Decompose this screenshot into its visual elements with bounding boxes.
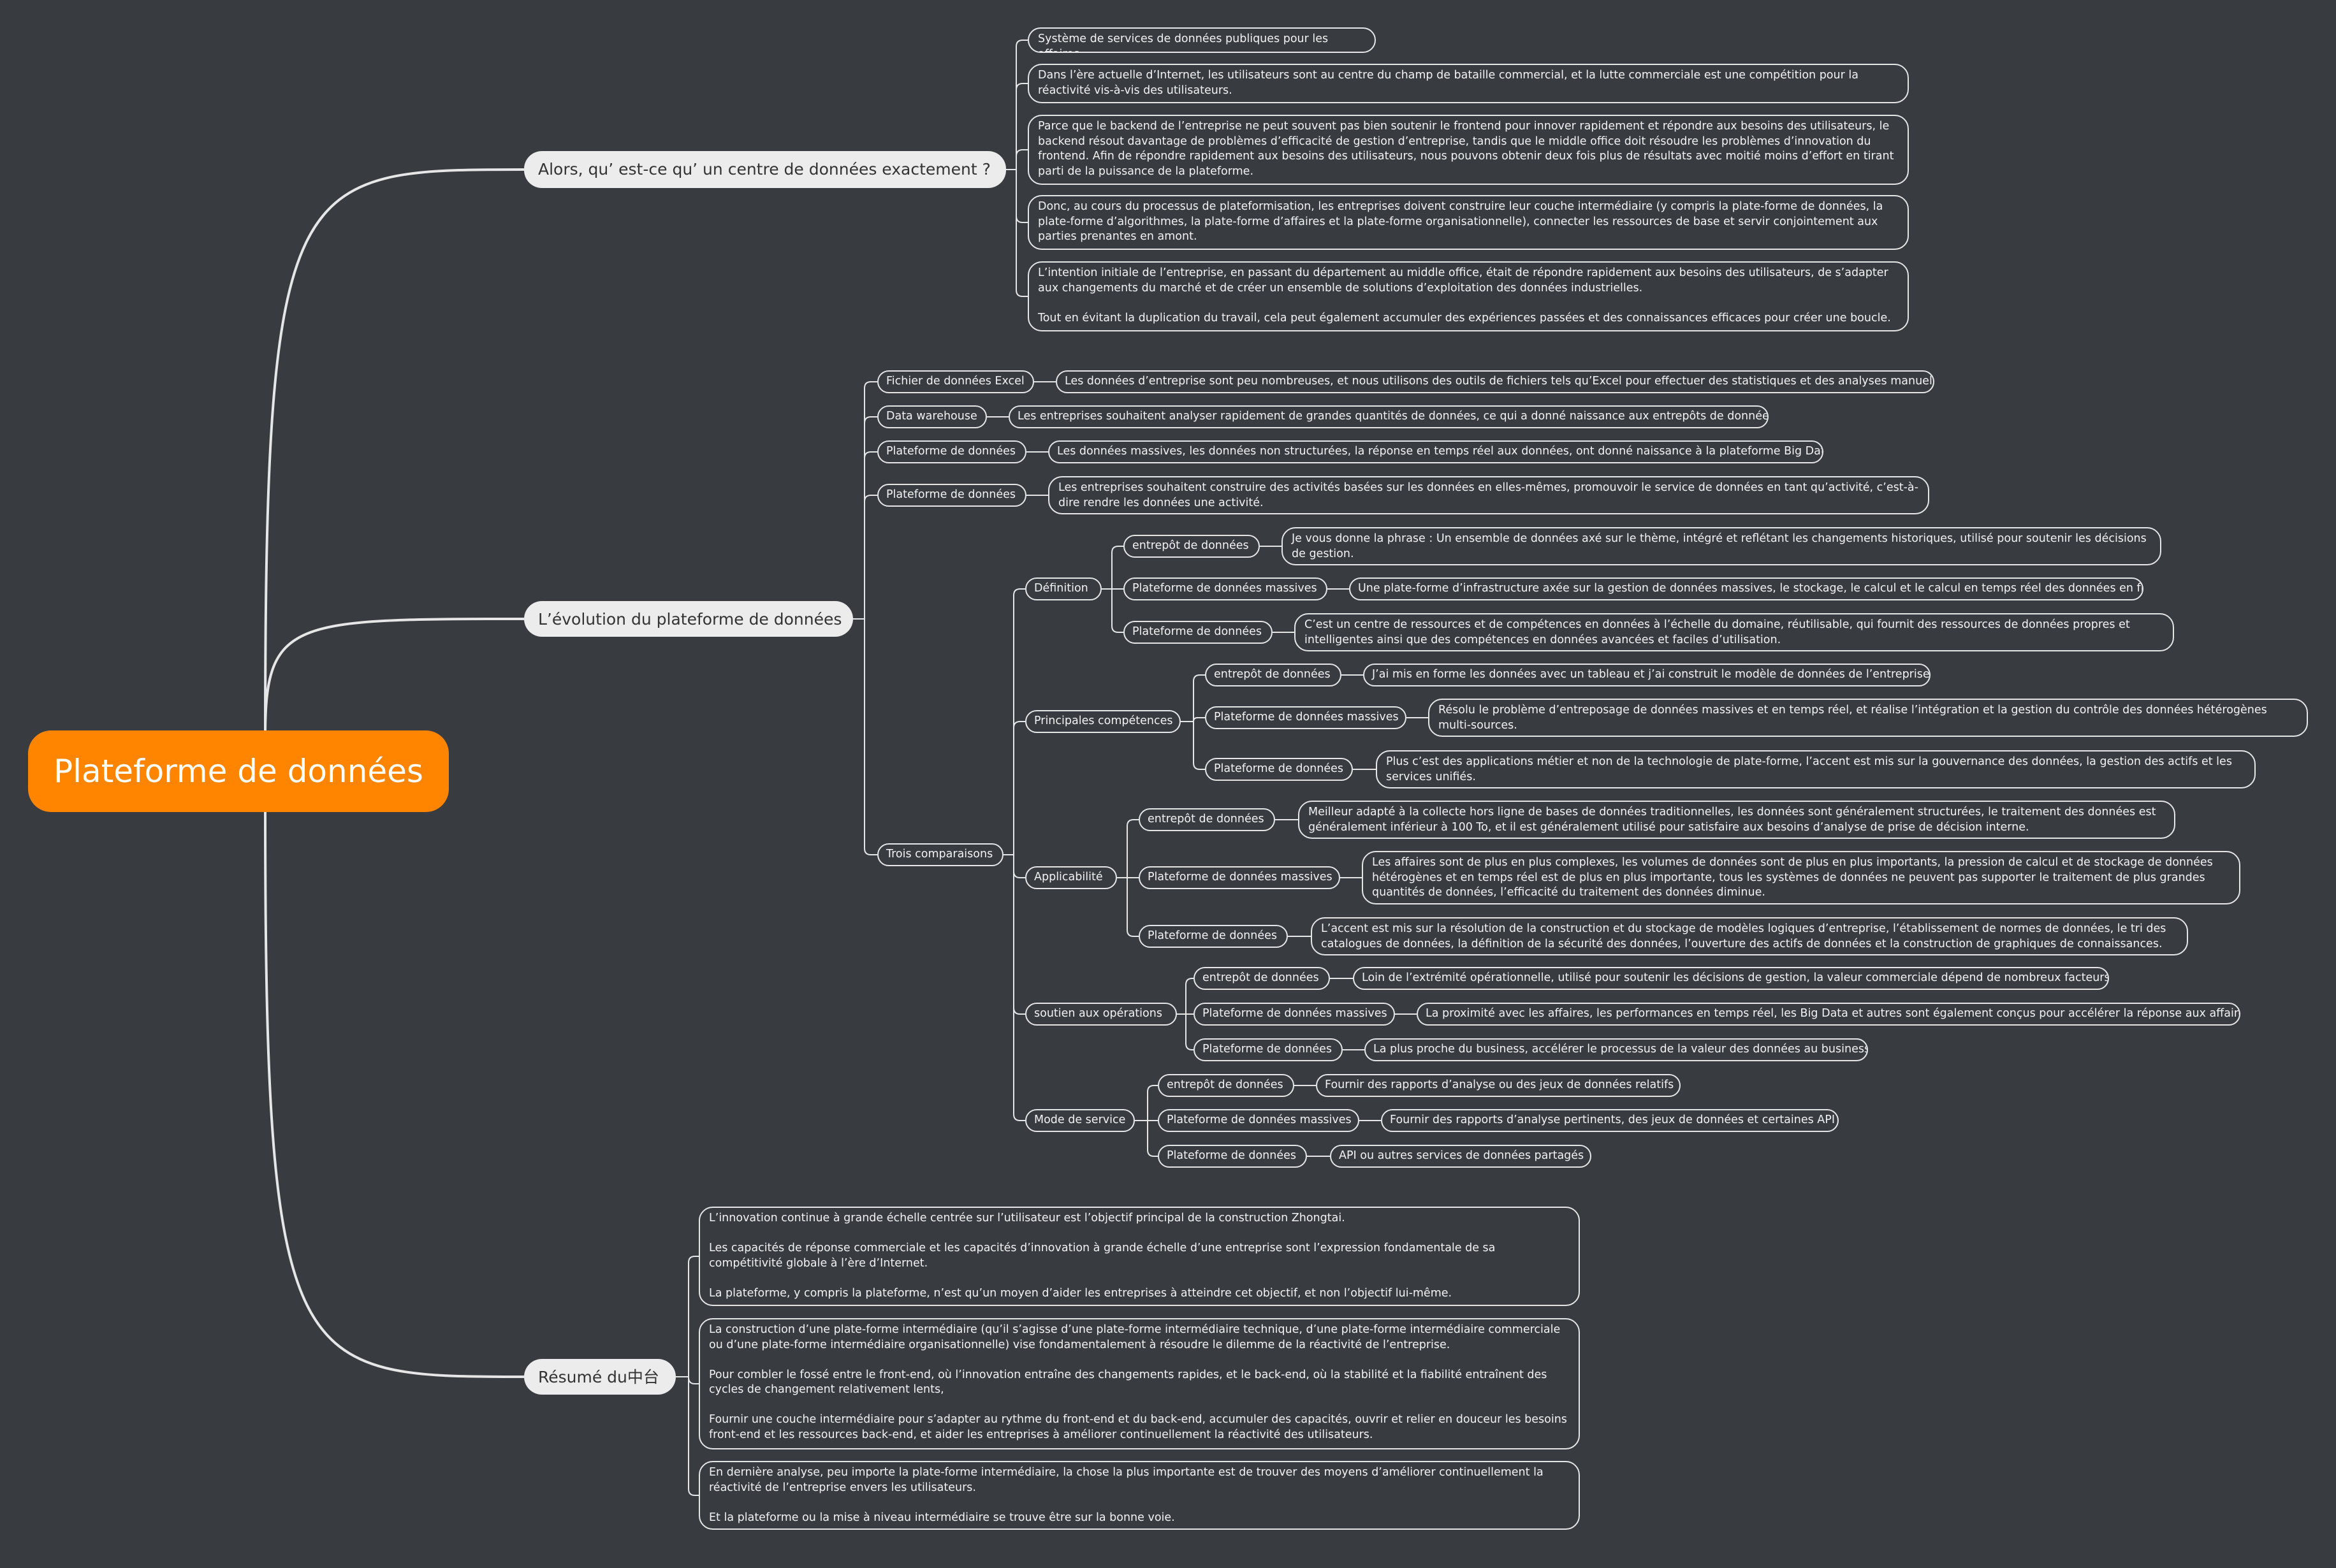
sup-warehouse[interactable]: entrepôt de données	[1194, 967, 1330, 990]
edge-branch-evolution-history-platform-1	[864, 451, 877, 619]
edge-cmp-competences-comp-bigdata	[1193, 717, 1205, 722]
def-bigdata[interactable]: Plateforme de données massives	[1123, 577, 1327, 600]
history-platform-1-note[interactable]: Les données massives, les données non st…	[1048, 440, 1823, 463]
history-platform-2-note[interactable]: Les entreprises souhaitent construire de…	[1048, 476, 1929, 514]
srv-bigdata-note[interactable]: Fournir des rapports d’analyse pertinent…	[1381, 1109, 1839, 1132]
def-bigdata-note[interactable]: Une plate-forme d’infrastructure axée su…	[1349, 577, 2143, 600]
cmp-definition[interactable]: Définition	[1025, 577, 1102, 600]
def-warehouse[interactable]: entrepôt de données	[1123, 535, 1260, 558]
edge-branch-centre-donnees-note-centre-3	[1016, 149, 1028, 170]
comp-bigdata-note[interactable]: Résolu le problème d’entreposage de donn…	[1428, 699, 2308, 737]
sup-bigdata[interactable]: Plateforme de données massives	[1194, 1003, 1395, 1026]
sup-platform-note[interactable]: La plus proche du business, accélérer le…	[1364, 1038, 1868, 1061]
comparisons[interactable]: Trois comparaisons	[877, 843, 1004, 866]
note-centre-5[interactable]: L’intention initiale de l’entreprise, en…	[1028, 261, 1909, 331]
srv-warehouse[interactable]: entrepôt de données	[1158, 1074, 1294, 1097]
app-bigdata-note[interactable]: Les affaires sont de plus en plus comple…	[1362, 851, 2240, 904]
edge-comparisons-cmp-definition	[1013, 588, 1025, 855]
edge-branch-centre-donnees-note-centre-4	[1016, 170, 1028, 223]
cmp-competences[interactable]: Principales compétences	[1025, 710, 1181, 733]
branch-centre-donnees[interactable]: Alors, qu’ est-ce qu’ un centre de donné…	[524, 151, 1006, 188]
def-platform[interactable]: Plateforme de données	[1123, 621, 1273, 644]
edge-cmp-applicabilite-app-warehouse	[1127, 819, 1139, 878]
app-platform[interactable]: Plateforme de données	[1139, 925, 1288, 948]
history-warehouse-note[interactable]: Les entreprises souhaitent analyser rapi…	[1009, 405, 1769, 428]
comp-bigdata[interactable]: Plateforme de données massives	[1205, 706, 1406, 729]
cmp-mode-service[interactable]: Mode de service	[1025, 1109, 1135, 1132]
edge-branch-evolution-history-excel	[864, 381, 877, 619]
sup-warehouse-note[interactable]: Loin de l’extrémité opérationnelle, util…	[1353, 967, 2109, 990]
comp-platform-note[interactable]: Plus c’est des applications métier et no…	[1376, 750, 2256, 788]
edge-cmp-competences-comp-platform	[1193, 722, 1205, 770]
cmp-applicabilite[interactable]: Applicabilité	[1025, 866, 1117, 889]
comp-platform[interactable]: Plateforme de données	[1205, 758, 1353, 781]
edge-cmp-definition-def-platform	[1111, 589, 1123, 633]
summary-note-2[interactable]: La construction d’une plate-forme interm…	[699, 1318, 1580, 1449]
edge-branch-centre-donnees-note-centre-2	[1016, 83, 1028, 170]
edge-cmp-applicabilite-app-platform	[1127, 878, 1139, 937]
history-warehouse[interactable]: Data warehouse	[877, 405, 987, 428]
edge-cmp-mode-service-srv-warehouse	[1147, 1085, 1158, 1121]
edge-comparisons-cmp-applicabilite	[1013, 855, 1025, 878]
edge-comparisons-cmp-soutien	[1013, 855, 1025, 1015]
history-platform-2[interactable]: Plateforme de données	[877, 484, 1026, 507]
edge-branch-resume-summary-note-3	[688, 1377, 699, 1496]
summary-note-1[interactable]: L’innovation continue à grande échelle c…	[699, 1207, 1580, 1306]
edge-cmp-definition-def-warehouse	[1111, 546, 1123, 589]
app-platform-note[interactable]: L’accent est mis sur la résolution de la…	[1311, 917, 2188, 955]
srv-platform[interactable]: Plateforme de données	[1158, 1145, 1307, 1168]
edge-branch-centre-donnees-note-centre-5	[1016, 170, 1028, 297]
edge-branch-evolution-history-platform-2	[864, 495, 877, 619]
note-centre-3[interactable]: Parce que le backend de l’entreprise ne …	[1028, 115, 1909, 185]
app-bigdata[interactable]: Plateforme de données massives	[1139, 866, 1340, 889]
history-excel[interactable]: Fichier de données Excel	[877, 370, 1034, 393]
comp-warehouse-note[interactable]: J’ai mis en forme les données avec un ta…	[1363, 664, 1931, 686]
srv-platform-note[interactable]: API ou autres services de données partag…	[1330, 1145, 1591, 1168]
branch-resume[interactable]: Résumé du中台	[524, 1359, 676, 1395]
root-topic[interactable]: Plateforme de données	[28, 730, 449, 812]
sup-platform[interactable]: Plateforme de données	[1194, 1038, 1343, 1061]
edge-branch-resume	[264, 805, 525, 1378]
summary-note-3[interactable]: En dernière analyse, peu importe la plat…	[699, 1461, 1580, 1530]
edge-branch-resume-summary-note-1	[688, 1256, 699, 1377]
edge-branch-evolution-comparisons	[864, 619, 877, 855]
edge-branch-centre-donnees-note-centre-1	[1016, 40, 1028, 170]
edge-comparisons-cmp-competences	[1013, 721, 1025, 855]
def-warehouse-note[interactable]: Je vous donne la phrase : Un ensemble de…	[1281, 527, 2161, 565]
sup-bigdata-note[interactable]: La proximité avec les affaires, les perf…	[1417, 1003, 2240, 1026]
edge-cmp-soutien-sup-platform	[1185, 1014, 1194, 1050]
history-excel-note[interactable]: Les données d’entreprise sont peu nombre…	[1056, 370, 1934, 393]
edge-branch-evolution-history-warehouse	[864, 416, 877, 619]
note-centre-2[interactable]: Dans l’ère actuelle d’Internet, les util…	[1028, 64, 1909, 103]
history-platform-1[interactable]: Plateforme de données	[877, 440, 1026, 463]
srv-warehouse-note[interactable]: Fournir des rapports d’analyse ou des je…	[1316, 1074, 1681, 1097]
edge-branch-centre-donnees	[264, 168, 525, 737]
app-warehouse-note[interactable]: Meilleur adapté à la collecte hors ligne…	[1298, 801, 2175, 839]
note-centre-1[interactable]: Système de services de données publiques…	[1028, 27, 1376, 53]
app-warehouse[interactable]: entrepôt de données	[1139, 808, 1275, 831]
cmp-soutien[interactable]: soutien aux opérations	[1025, 1003, 1177, 1026]
edge-cmp-soutien-sup-warehouse	[1185, 978, 1194, 1014]
comp-warehouse[interactable]: entrepôt de données	[1205, 664, 1341, 686]
def-platform-note[interactable]: C’est un centre de ressources et de comp…	[1294, 613, 2174, 651]
edge-cmp-mode-service-srv-platform	[1147, 1121, 1158, 1157]
note-centre-4[interactable]: Donc, au cours du processus de plateform…	[1028, 195, 1909, 250]
edge-comparisons-cmp-mode-service	[1013, 855, 1025, 1121]
srv-bigdata[interactable]: Plateforme de données massives	[1158, 1109, 1359, 1132]
edge-branch-resume-summary-note-2	[688, 1377, 699, 1384]
edge-branch-evolution	[264, 618, 525, 737]
edge-cmp-competences-comp-warehouse	[1193, 674, 1205, 722]
branch-evolution[interactable]: L’évolution du plateforme de données	[524, 601, 853, 637]
